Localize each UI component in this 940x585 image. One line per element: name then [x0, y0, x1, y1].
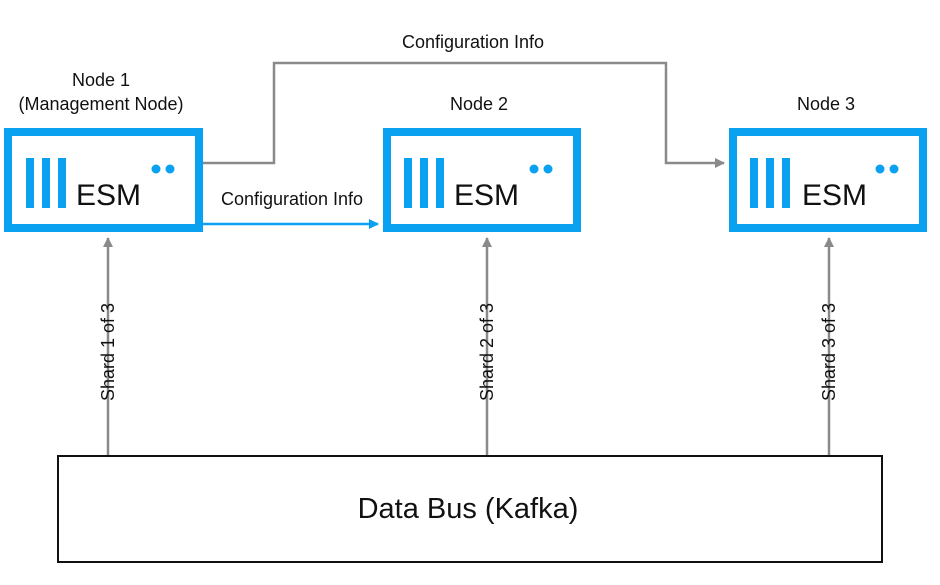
config-top-label: Configuration Info: [402, 32, 544, 52]
node-3-logo-text: ESM: [802, 179, 867, 212]
esm-logo-icon: [404, 158, 553, 208]
shard-3-label: Shard 3 of 3: [819, 303, 839, 401]
node-1-title: Node 1: [72, 70, 130, 90]
node-2-title: Node 2: [450, 94, 508, 114]
shard-2-label: Shard 2 of 3: [477, 303, 497, 401]
data-bus-box[interactable]: Data Bus (Kafka): [57, 455, 883, 563]
esm-logo-icon: [26, 158, 175, 208]
node-1-subtitle: (Management Node): [18, 94, 183, 114]
data-bus-label: Data Bus (Kafka): [358, 493, 579, 525]
shard-1-label: Shard 1 of 3: [98, 303, 118, 401]
node-3-box[interactable]: ESM: [729, 128, 927, 232]
config-direct-label: Configuration Info: [221, 189, 363, 209]
node-1-box[interactable]: ESM: [4, 128, 203, 232]
esm-logo-icon: [750, 158, 899, 208]
node-1-logo-text: ESM: [76, 179, 141, 212]
node-2-box[interactable]: ESM: [383, 128, 581, 232]
config-connector-node1-to-node3: [203, 61, 725, 168]
node-3-title: Node 3: [797, 94, 855, 114]
node-2-logo-text: ESM: [454, 179, 519, 212]
